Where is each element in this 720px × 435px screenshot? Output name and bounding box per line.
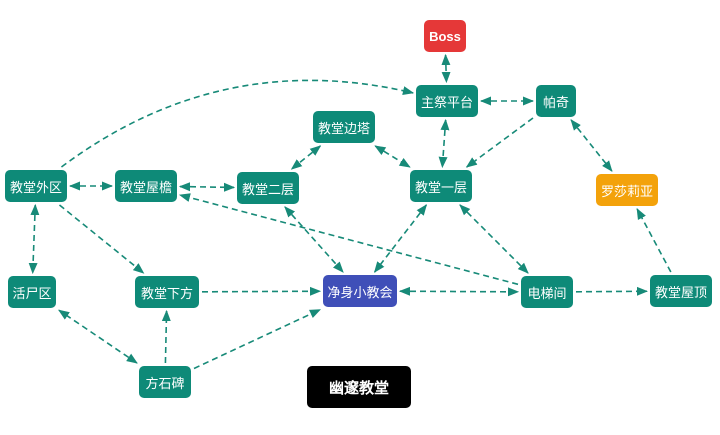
edge-stele-corpse — [58, 309, 138, 364]
node-boss[interactable]: Boss — [424, 20, 466, 52]
edge-eaves-floor2 — [178, 182, 236, 192]
edge-floor2-chapel — [284, 206, 344, 273]
node-floor1[interactable]: 教堂一层 — [410, 170, 472, 202]
edge-floor1-chapel — [373, 204, 428, 273]
edge-below-chapel — [201, 286, 322, 296]
edge-chapel-elevator — [398, 286, 520, 297]
node-pachi[interactable]: 帕奇 — [536, 85, 576, 117]
edge-boss-altar — [441, 53, 451, 84]
node-elevator[interactable]: 电梯间 — [521, 276, 573, 308]
edge-floor1-elevator — [459, 204, 529, 274]
node-altar[interactable]: 主祭平台 — [416, 85, 478, 117]
node-roof[interactable]: 教堂屋顶 — [650, 275, 712, 307]
edge-pachi-floor1 — [465, 117, 534, 168]
edge-outer-corpse — [28, 203, 40, 275]
node-outer[interactable]: 教堂外区 — [5, 170, 67, 202]
edge-outer-below — [58, 204, 145, 274]
edge-stele-below — [161, 309, 171, 364]
edge-elevator-roof — [575, 286, 649, 296]
node-church-edge[interactable]: 教堂边塔 — [313, 111, 375, 143]
diagram-caption: 幽邃教堂 — [307, 366, 411, 408]
edge-outer-altar — [60, 79, 415, 168]
edge-church_edge-floor2 — [290, 145, 322, 170]
edge-roof-rosaria — [636, 208, 672, 273]
node-corpse[interactable]: 活尸区 — [8, 276, 56, 308]
edge-pachi-rosaria — [570, 119, 613, 172]
node-eaves[interactable]: 教堂屋檐 — [115, 170, 177, 202]
node-chapel[interactable]: 净身小教会 — [323, 275, 397, 307]
edge-altar-floor1 — [438, 118, 450, 169]
node-below[interactable]: 教堂下方 — [135, 276, 199, 308]
edge-elevator-eaves — [178, 193, 519, 286]
node-stele[interactable]: 方石碑 — [139, 366, 191, 398]
node-floor2[interactable]: 教堂二层 — [237, 172, 299, 204]
node-rosaria[interactable]: 罗莎莉亚 — [596, 174, 658, 206]
edge-stele-chapel — [193, 308, 322, 370]
edge-church_edge-floor1 — [374, 145, 411, 168]
